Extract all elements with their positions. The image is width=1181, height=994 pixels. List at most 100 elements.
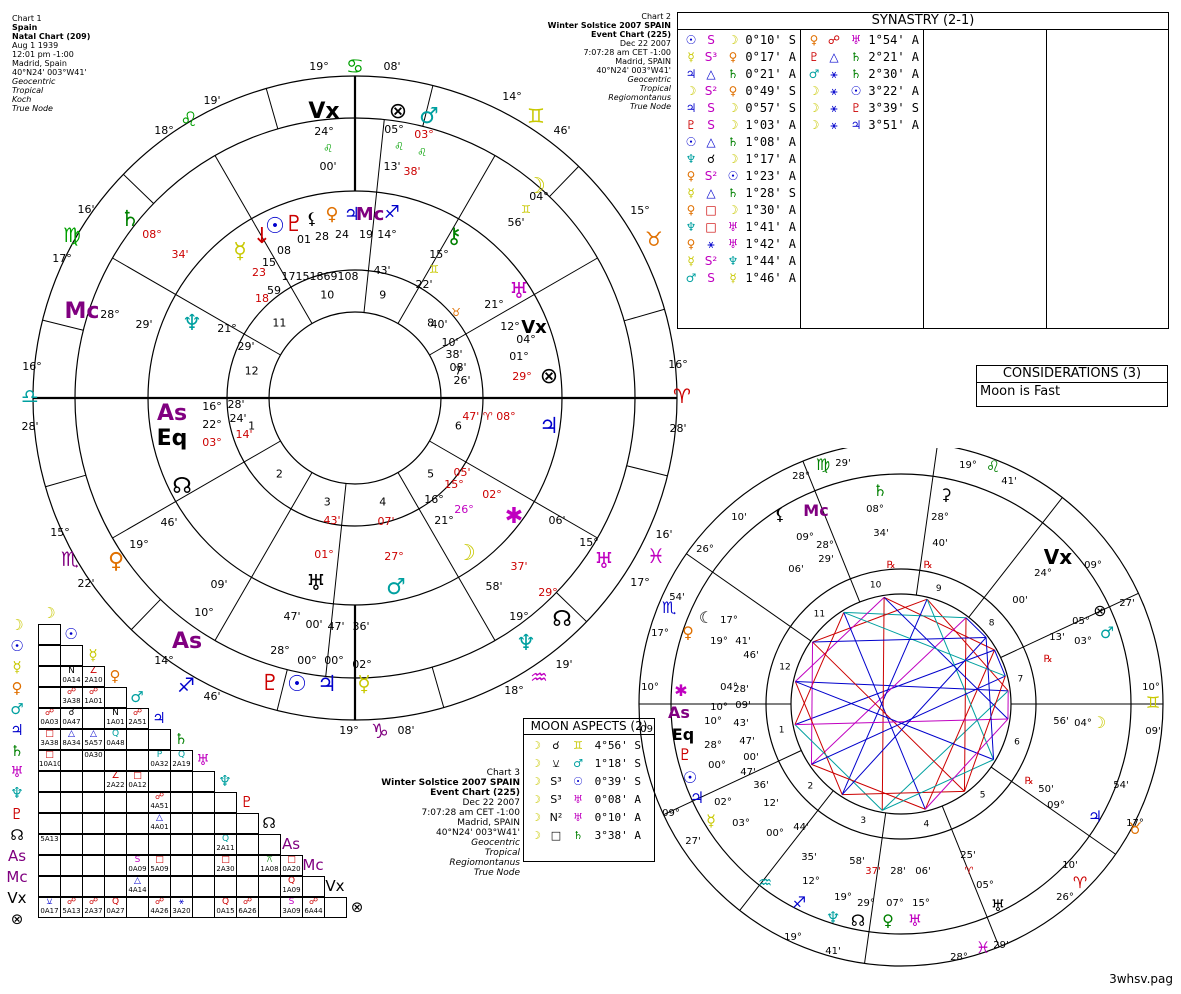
- deg-text: 38': [445, 348, 462, 361]
- aspect-row: ☉△♄1°08' A: [682, 134, 796, 151]
- cusp-deg: 16°: [668, 358, 688, 371]
- chart3-date: Dec 22 2007: [462, 798, 521, 808]
- grid-aspect-orb: 5A13: [40, 835, 59, 843]
- deg-text: 22°: [202, 418, 222, 431]
- c3-aspect-line: [926, 599, 995, 760]
- aspect-p1: ♀: [686, 237, 696, 251]
- grid-aspect-orb: 0A15: [216, 907, 235, 915]
- aspect-p1: ☽: [531, 775, 541, 788]
- grid-diagonal-glyph: Vx: [325, 877, 345, 895]
- grid-cell: [214, 876, 237, 897]
- deg-text: 26': [453, 374, 470, 387]
- house-number: 12: [245, 364, 259, 377]
- aspect-p1: ☽: [531, 829, 541, 842]
- aspect-row: ♂⚹♄2°30' A: [805, 66, 919, 83]
- aspect-orb: 0°57' S: [745, 101, 796, 115]
- c3-deg: 29°: [857, 898, 875, 909]
- grid-cell: [170, 792, 193, 813]
- grid-row-glyph: ♀: [11, 679, 23, 697]
- c3-deg: 54': [1113, 780, 1128, 791]
- deg-text: ♌: [323, 142, 333, 155]
- grid-cell: [82, 813, 105, 834]
- aspect-p2: ♅: [573, 811, 583, 824]
- c3-virgo-glyph: ♍: [816, 455, 830, 474]
- grid-aspect-glyph: ☍: [154, 897, 165, 907]
- deg-text: 43': [323, 514, 340, 527]
- c3-gemini-glyph: ♊: [1146, 693, 1160, 712]
- c3-aspect-line: [810, 642, 814, 765]
- grid-row-glyph: Vx: [7, 889, 27, 907]
- c3-deg: 10°: [641, 682, 659, 693]
- deg-text: 47': [283, 610, 300, 623]
- c3-aspect-line: [795, 681, 994, 761]
- synastry-column-2: ♀☍♅1°54' A♇△♄2°21' A♂⚹♄2°30' A☽⚹☉3°22' A…: [801, 30, 924, 328]
- grid-cell: [60, 813, 83, 834]
- cancer-glyph: ♋: [346, 54, 364, 78]
- cusp-deg: 17°: [52, 252, 72, 265]
- house-number: 8: [427, 316, 434, 329]
- c3-deg: 58': [849, 856, 864, 867]
- chart3-coords: 40°N24' 003°W41': [436, 828, 520, 838]
- grid-aspect-orb: 1A09: [282, 886, 301, 894]
- aspect-p2: ☽: [727, 118, 739, 132]
- moon2-icon: ☽: [456, 541, 476, 566]
- house-number: 5: [427, 468, 434, 481]
- c3-aspect-line: [811, 617, 967, 765]
- grid-cell: □5A09: [148, 855, 171, 876]
- house-cusp-line: [429, 257, 598, 356]
- aspect-p1: ♃: [685, 101, 697, 115]
- aspect-p1: ☽: [531, 757, 541, 770]
- cusp-deg: 19°: [339, 724, 359, 737]
- grid-cell: [126, 729, 149, 750]
- asc2-label: As: [157, 401, 187, 426]
- aspect-orb: 1°41' A: [745, 220, 796, 234]
- deg-text: 37': [510, 560, 527, 573]
- deg-text: 04°: [516, 333, 536, 346]
- cusp-deg: 15°: [630, 204, 650, 217]
- c3-house-number: 6: [1014, 738, 1020, 748]
- aspect-p1: ♂: [685, 271, 697, 285]
- aspect-as: ⚹: [830, 101, 838, 115]
- c3-aspect-line: [794, 681, 843, 795]
- grid-cell: [258, 897, 281, 918]
- capricorn-glyph: ♑: [371, 719, 389, 743]
- aspect-p2: ♇: [850, 101, 862, 115]
- aspect-orb: 1°08' A: [745, 135, 796, 149]
- grid-row-glyph: As: [7, 847, 27, 865]
- aspect-p1: ☿: [687, 50, 695, 64]
- c3-aspect-line: [811, 763, 926, 810]
- grid-diagonal-glyph: ♂: [130, 688, 144, 706]
- deg-text: 03°: [414, 128, 434, 141]
- grid-aspect-orb: 0A17: [40, 907, 59, 915]
- aspect-orb: 1°28' S: [745, 186, 796, 200]
- grid-aspect-orb: 2A10: [84, 676, 103, 684]
- c3-aspect-line: [964, 675, 1006, 792]
- grid-cell: ☍4A26: [148, 897, 171, 918]
- grid-cell: ☍4A51: [148, 792, 171, 813]
- c3-house-number: 11: [814, 609, 825, 619]
- gemini-glyph: ♊: [527, 104, 545, 128]
- c3-deg: 09': [735, 700, 750, 711]
- grid-aspect-glyph: N: [112, 708, 119, 718]
- grid-aspect-glyph: ⚹: [178, 897, 185, 907]
- grid-cell: ☍2A51: [126, 708, 149, 729]
- aspect-as: △: [706, 135, 716, 149]
- deg-text: 28°: [270, 644, 290, 657]
- deg-text: 40': [430, 318, 447, 331]
- c3-cusp-line: [864, 812, 887, 964]
- grid-diagonal-glyph: ☿: [88, 646, 98, 664]
- aspect-p1: ☽: [531, 811, 541, 824]
- grid-aspect-glyph: Q: [221, 834, 230, 844]
- c3-deg: ♈: [965, 866, 974, 877]
- chart1-name: Spain: [12, 23, 38, 32]
- house-number: 1: [248, 420, 255, 433]
- cusp-deg: 22': [77, 577, 94, 590]
- cusp-deg: 19': [203, 94, 220, 107]
- c3-house-number: 9: [936, 584, 942, 594]
- c3-deg: 12°: [802, 876, 820, 887]
- deg-text: 26°: [454, 503, 474, 516]
- c3-planet-degrees: 08° 34' 28° 40' ℞ ℞ 09° 28° 29' 06' 00' …: [704, 504, 1092, 909]
- aspect-p2: ♀: [728, 84, 738, 98]
